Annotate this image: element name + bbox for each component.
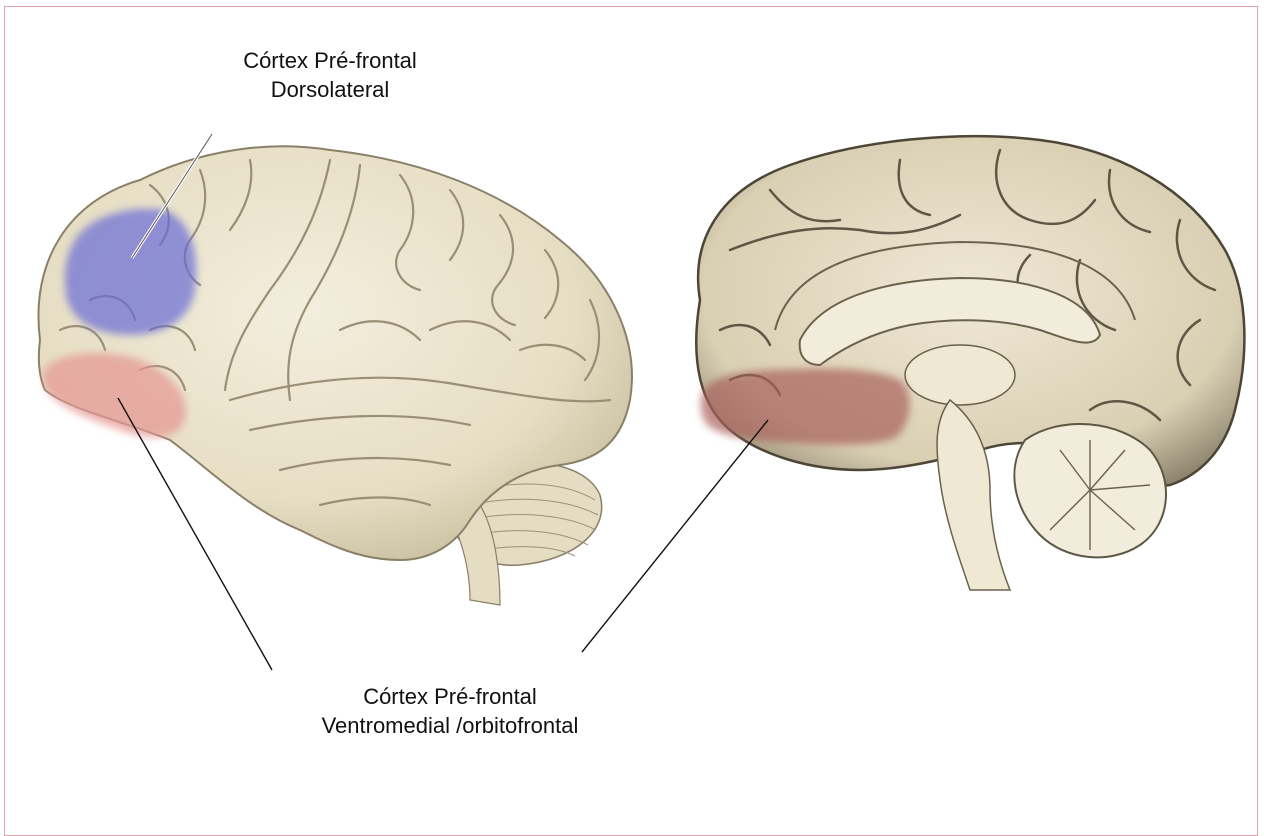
label-dorsolateral-line-2: Dorsolateral: [180, 75, 480, 104]
label-ventromedial-prefrontal-cortex: Córtex Pré-frontal Ventromedial /orbitof…: [250, 682, 650, 740]
label-dorsolateral-prefrontal-cortex: Córtex Pré-frontal Dorsolateral: [180, 46, 480, 104]
label-ventromedial-line-1: Córtex Pré-frontal: [250, 682, 650, 711]
leader-line-ventromedial-medial: [582, 420, 768, 652]
thalamus: [905, 345, 1015, 405]
label-dorsolateral-line-1: Córtex Pré-frontal: [180, 46, 480, 75]
lateral-brain-view: [38, 146, 631, 605]
label-ventromedial-line-2: Ventromedial /orbitofrontal: [250, 711, 650, 740]
medial-brain-view: [696, 136, 1244, 590]
ventromedial-highlight-medial: [701, 369, 910, 445]
